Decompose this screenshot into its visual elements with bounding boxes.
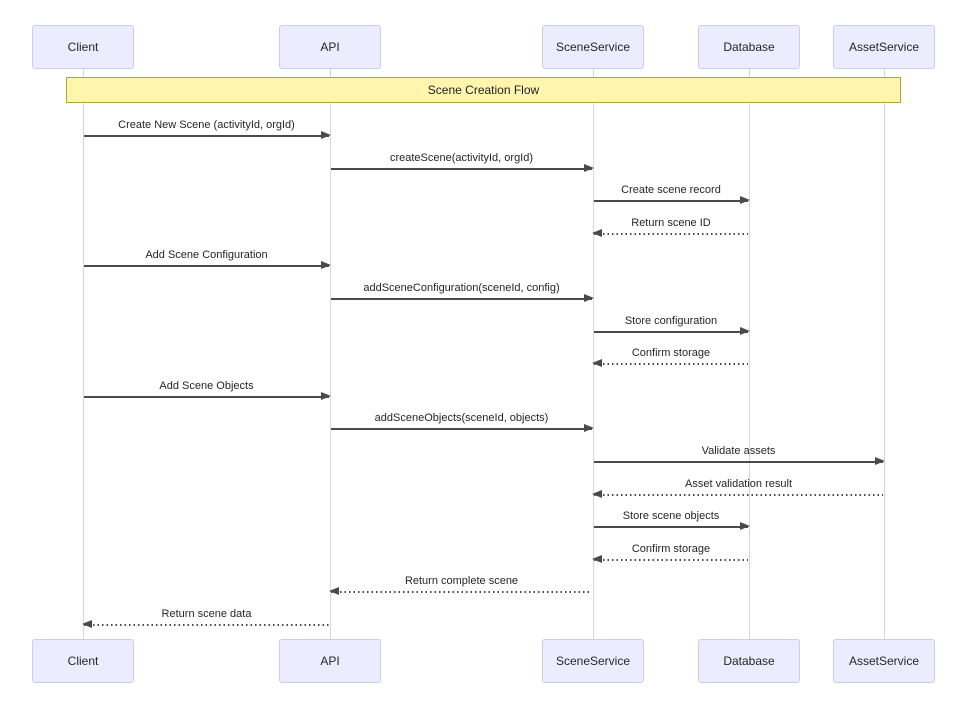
message-add-scene-objects: Add Scene Objects (83, 379, 331, 401)
participant-database-bottom: Database (698, 639, 800, 683)
message-confirm-storage-2: Confirm storage (592, 542, 749, 564)
message-line (594, 331, 748, 333)
message-line (331, 428, 592, 430)
message-line (331, 168, 592, 170)
message-addsceneconfiguration: addSceneConfiguration(sceneId, config) (330, 281, 594, 303)
message-line-dotted (331, 591, 592, 593)
arrowhead-left-icon (82, 620, 92, 629)
message-label: Add Scene Objects (159, 380, 254, 392)
arrowhead-right-icon (321, 131, 331, 140)
arrowhead-left-icon (329, 587, 339, 596)
message-label: Return scene ID (631, 217, 711, 229)
message-line-dotted (594, 559, 748, 561)
message-label: createScene(activityId, orgId) (389, 152, 534, 164)
participant-assetservice-bottom: AssetService (833, 639, 935, 683)
message-label: Create New Scene (activityId, orgId) (118, 119, 295, 131)
message-line (594, 461, 883, 463)
message-line (594, 526, 748, 528)
message-label: Validate assets (701, 445, 776, 457)
note-scene-creation-flow: Scene Creation Flow (66, 77, 901, 103)
lifeline-api (329, 69, 331, 639)
arrowhead-right-icon (321, 261, 331, 270)
message-label: Add Scene Configuration (145, 249, 268, 261)
message-return-scene-data: Return scene data (82, 607, 330, 629)
message-create-new-scene: Create New Scene (activityId, orgId) (83, 118, 331, 140)
message-label: Store scene objects (622, 510, 720, 522)
arrowhead-left-icon (592, 490, 602, 499)
message-store-scene-objects: Store scene objects (593, 509, 750, 531)
message-asset-validation-result: Asset validation result (592, 477, 884, 499)
message-label: Confirm storage (631, 543, 711, 555)
lifeline-assetservice (883, 69, 885, 639)
arrowhead-left-icon (592, 229, 602, 238)
message-return-scene-id: Return scene ID (592, 216, 749, 238)
message-store-configuration: Store configuration (593, 314, 750, 336)
message-add-scene-configuration: Add Scene Configuration (83, 248, 331, 270)
participant-api-bottom: API (279, 639, 381, 683)
participant-api-top: API (279, 25, 381, 69)
message-createscene: createScene(activityId, orgId) (330, 151, 594, 173)
message-label: Return complete scene (404, 575, 519, 587)
arrowhead-right-icon (740, 327, 750, 336)
message-label: Create scene record (621, 184, 721, 196)
participant-sceneservice-bottom: SceneService (542, 639, 644, 683)
arrowhead-left-icon (592, 555, 602, 564)
message-validate-assets: Validate assets (593, 444, 885, 466)
message-line-dotted (594, 233, 748, 235)
message-line (84, 135, 329, 137)
participant-assetservice-top: AssetService (833, 25, 935, 69)
lifeline-client (82, 69, 84, 639)
arrowhead-right-icon (584, 294, 594, 303)
participant-client-bottom: Client (32, 639, 134, 683)
participant-client-top: Client (32, 25, 134, 69)
message-line (84, 265, 329, 267)
message-line-dotted (84, 624, 329, 626)
arrowhead-right-icon (584, 424, 594, 433)
arrowhead-right-icon (321, 392, 331, 401)
message-label: addSceneConfiguration(sceneId, config) (363, 282, 560, 294)
message-label: addSceneObjects(sceneId, objects) (374, 412, 549, 424)
message-addsceneobjects: addSceneObjects(sceneId, objects) (330, 411, 594, 433)
message-create-scene-record: Create scene record (593, 183, 750, 205)
message-label: Asset validation result (685, 478, 792, 490)
lifeline-sceneservice (592, 69, 594, 639)
message-line (594, 200, 748, 202)
message-confirm-storage-1: Confirm storage (592, 346, 749, 368)
participant-database-top: Database (698, 25, 800, 69)
message-label: Confirm storage (631, 347, 711, 359)
message-line-dotted (594, 494, 883, 496)
arrowhead-right-icon (740, 196, 750, 205)
message-line-dotted (594, 363, 748, 365)
arrowhead-right-icon (740, 522, 750, 531)
message-line (84, 396, 329, 398)
participant-sceneservice-top: SceneService (542, 25, 644, 69)
arrowhead-left-icon (592, 359, 602, 368)
arrowhead-right-icon (584, 164, 594, 173)
lifeline-database (748, 69, 750, 639)
arrowhead-right-icon (875, 457, 885, 466)
message-label: Store configuration (624, 315, 718, 327)
message-line (331, 298, 592, 300)
message-label: Return scene data (161, 608, 252, 620)
message-return-complete-scene: Return complete scene (329, 574, 593, 596)
